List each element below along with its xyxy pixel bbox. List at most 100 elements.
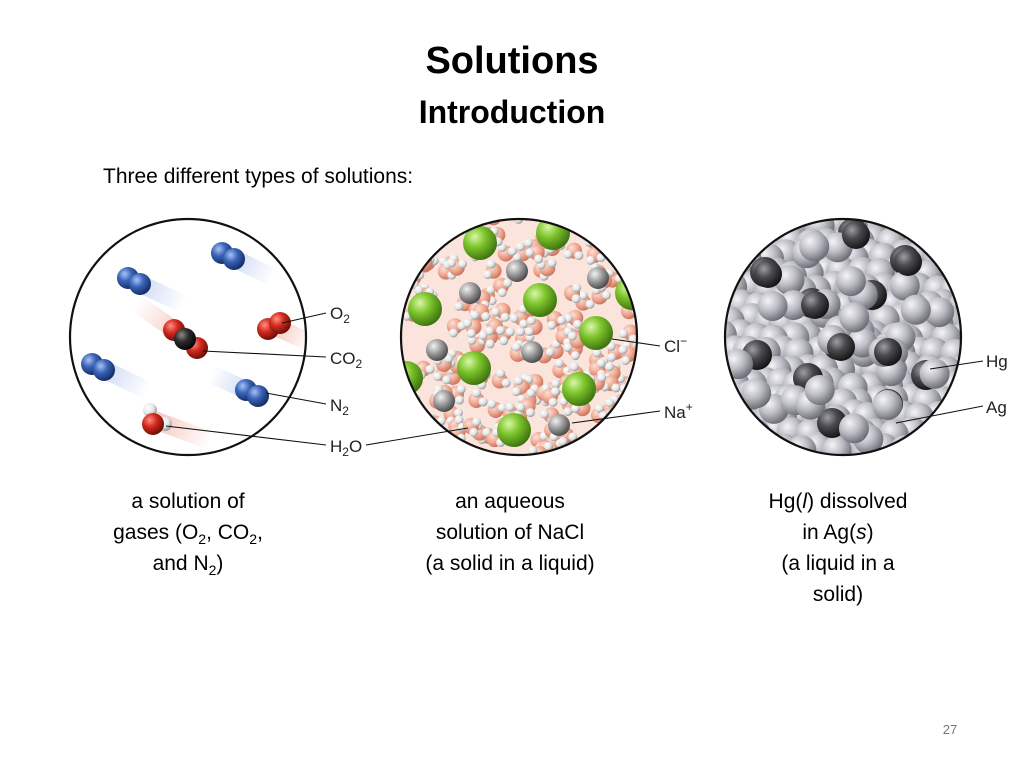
water-molecule	[464, 219, 481, 225]
hydrogen-atom	[617, 418, 627, 428]
amalgam-solution-boundary	[723, 217, 963, 457]
hydrogen-atom	[578, 291, 588, 301]
hydrogen-atom	[568, 432, 578, 442]
hydrogen-atom	[413, 260, 423, 270]
water-molecule	[622, 442, 637, 455]
sodium-ion	[459, 282, 481, 304]
mercury-atom	[894, 248, 922, 276]
oxygen-molecule	[257, 312, 291, 340]
hydrogen-atom	[547, 258, 557, 268]
water-molecule	[432, 219, 451, 226]
hydrogen-atom	[551, 379, 561, 389]
hydrogen-atom	[605, 453, 615, 455]
hydrogen-atom	[567, 331, 577, 341]
hydrogen-atom	[615, 257, 625, 267]
hydrogen-atom	[433, 372, 443, 382]
hydrogen-atom	[574, 251, 584, 261]
water-molecule	[631, 219, 637, 239]
hydrogen-atom	[596, 230, 606, 240]
hydrogen-atom	[597, 373, 607, 383]
hydrogen-atom	[611, 228, 621, 238]
water-oxygen-atom	[413, 225, 430, 242]
nitrogen-molecule	[235, 379, 269, 407]
hydrogen-atom	[625, 433, 635, 443]
water-molecule	[493, 277, 513, 298]
silver-atom	[740, 418, 771, 449]
hydrogen-atom	[462, 318, 472, 328]
hydrogen-atom	[454, 301, 464, 311]
caption-nacl-solution: an aqueous solution of NaCl (a solid in …	[425, 490, 595, 575]
hydrogen-atom	[472, 388, 482, 398]
hydrogen-atom	[401, 422, 403, 432]
water-molecule	[606, 419, 627, 439]
water-oxygen-atom	[605, 231, 622, 248]
nitrogen-molecule	[211, 242, 245, 270]
caption-amalgam-solution: Hg(l) dissolved in Ag(s) (a liquid in a …	[768, 490, 908, 606]
hydrogen-atom	[509, 313, 519, 323]
water-molecule	[589, 219, 610, 235]
water-molecule	[415, 220, 436, 239]
hydrogen-atom	[621, 394, 631, 404]
hydrogen-atom	[418, 251, 428, 261]
water-oxygen-atom	[628, 376, 637, 393]
water-molecule	[462, 417, 482, 437]
water-molecule	[621, 391, 637, 412]
water-molecule	[401, 225, 416, 244]
hydrogen-atom	[421, 440, 431, 450]
hydrogen-atom	[607, 352, 617, 362]
hydrogen-atom	[621, 355, 631, 365]
silver-atom	[821, 435, 852, 455]
hydrogen-atom	[533, 456, 542, 465]
label-n2: N2	[330, 396, 349, 418]
carbon-atom	[174, 328, 196, 350]
water-oxygen-atom	[463, 450, 480, 455]
hydrogen-atom	[389, 280, 398, 289]
hydrogen-atom	[441, 435, 451, 445]
hydrogen-atom	[394, 463, 403, 472]
water-molecule	[401, 411, 404, 432]
hydrogen-atom	[603, 232, 613, 242]
hydrogen-atom	[402, 456, 411, 465]
hydrogen-atom	[613, 219, 623, 221]
hydrogen-atom	[486, 206, 495, 215]
chloride-ion	[457, 351, 491, 385]
water-oxygen-atom	[634, 219, 637, 230]
hydrogen-atom	[593, 231, 603, 241]
hydrogen-atom	[585, 255, 595, 265]
hydrogen-atom	[614, 239, 624, 249]
hydrogen-atom	[597, 225, 607, 235]
hydrogen-atom	[607, 417, 617, 427]
hydrogen-atom	[497, 288, 507, 298]
water-molecule	[603, 232, 622, 253]
water-oxygen-atom	[405, 453, 422, 455]
water-oxygen-atom	[607, 426, 624, 443]
label-cl: Cl−	[664, 334, 687, 356]
hydrogen-atom	[469, 427, 479, 437]
water-oxygen-atom	[401, 266, 405, 283]
hydrogen-atom	[525, 408, 535, 418]
hydrogen-atom	[442, 375, 452, 385]
sodium-ion	[548, 414, 570, 436]
hydrogen-atom	[563, 407, 573, 417]
water-oxygen-atom	[401, 278, 409, 295]
water-molecule	[401, 395, 414, 415]
hydrogen-atom	[496, 325, 506, 335]
water-molecule	[447, 258, 468, 276]
hydrogen-atom	[526, 388, 536, 398]
hydrogen-atom	[612, 226, 622, 236]
hydrogen-atom	[515, 327, 525, 337]
hydrogen-atom	[621, 253, 631, 263]
water-oxygen-atom	[464, 219, 481, 222]
mercury-atom	[801, 291, 829, 319]
hydrogen-atom	[585, 299, 595, 309]
hydrogen-atom	[633, 448, 637, 455]
water-molecule	[606, 341, 624, 362]
hydrogen-atom	[454, 395, 464, 405]
oxygen-atom	[142, 413, 164, 435]
sodium-ion	[433, 390, 455, 412]
water-oxygen-atom	[401, 396, 414, 413]
silver-atom	[919, 358, 950, 389]
hydrogen-atom	[419, 251, 429, 261]
water-molecule	[463, 450, 484, 455]
hydrogen-atom	[483, 270, 493, 280]
